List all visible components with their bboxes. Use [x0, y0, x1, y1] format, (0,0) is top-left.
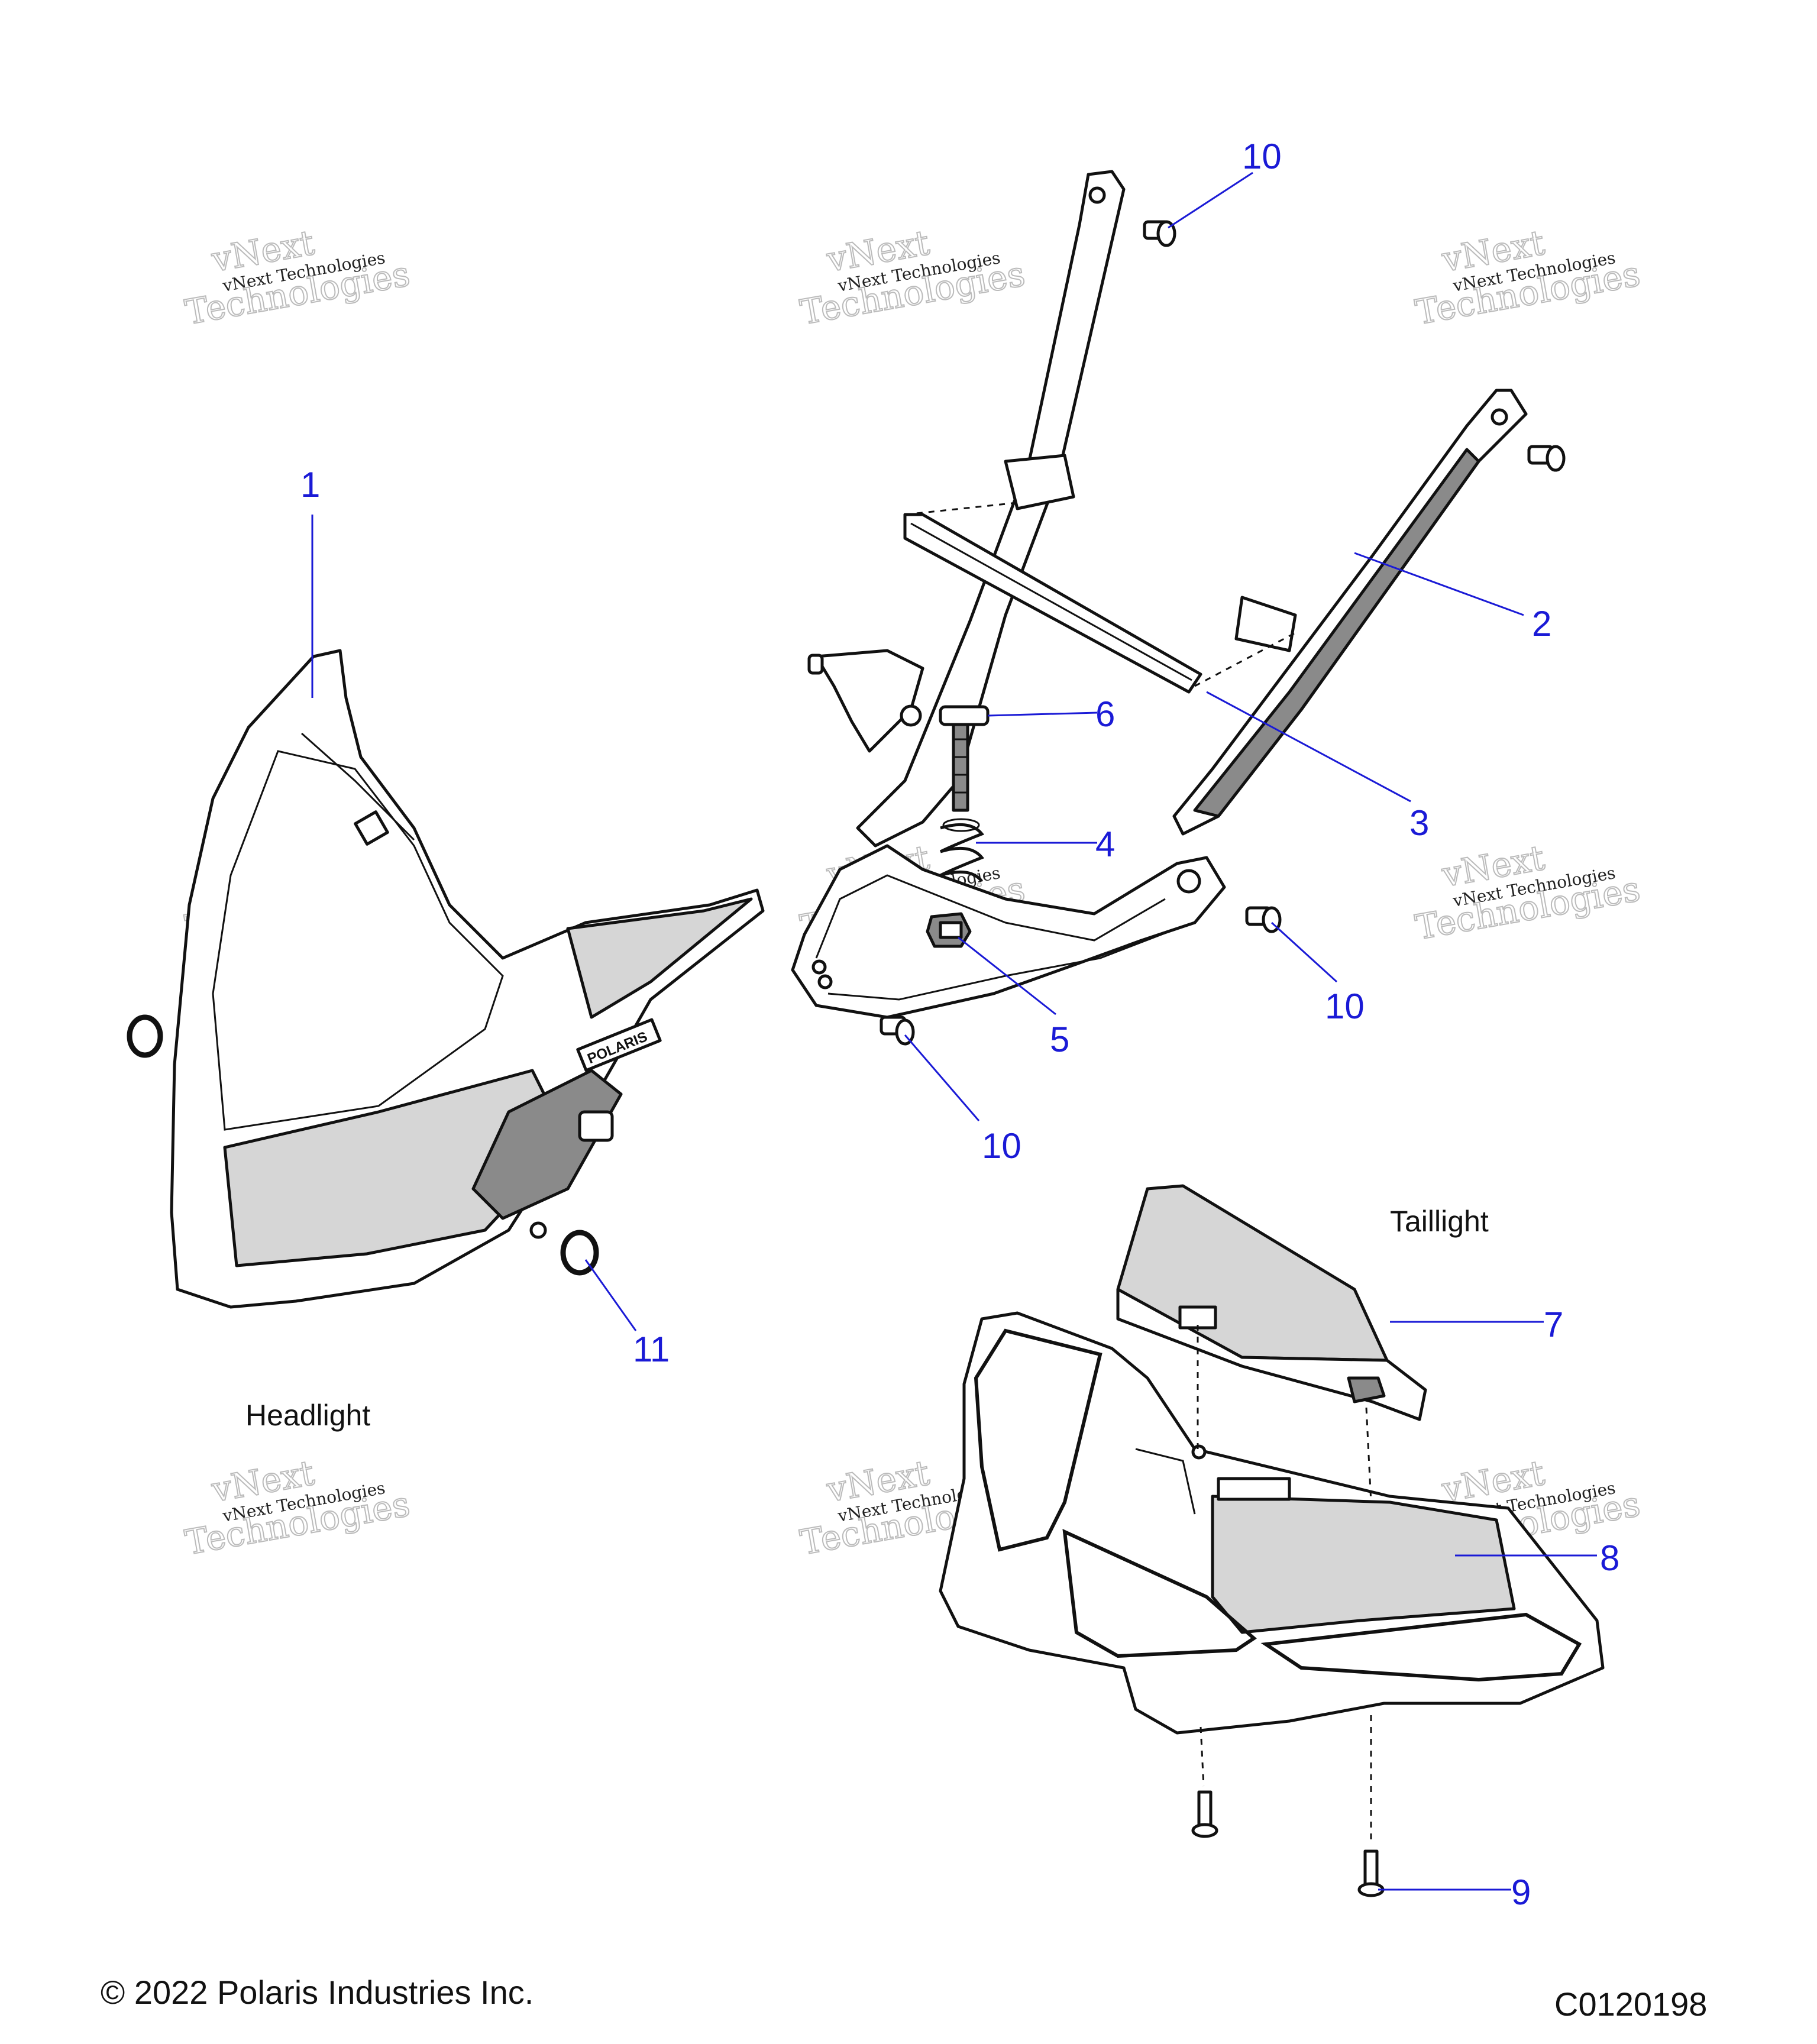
strap-buckle — [354, 810, 389, 846]
flange-bolt — [880, 1015, 915, 1046]
callouts: 1 2 3 4 5 6 7 8 9 10 10 10 11 — [300, 137, 1619, 1912]
callout-2: 2 — [1532, 604, 1551, 643]
section-label-taillight: Taillight — [1390, 1205, 1489, 1238]
watermark: vNext vNext Technologies Technologies — [182, 222, 413, 333]
callout-5: 5 — [1050, 1020, 1069, 1059]
headlight-assembly: POLARIS — [170, 649, 765, 1309]
diagram-code: C0120198 — [1554, 1985, 1707, 2023]
watermark: vNext vNext Technologies Technologies — [797, 222, 1029, 333]
callout-10: 10 — [1325, 987, 1365, 1026]
callout-3: 3 — [1409, 803, 1429, 843]
callout-10: 10 — [982, 1126, 1021, 1166]
watermark: vNext vNext Technologies Technologies — [182, 1452, 413, 1563]
flange-bolt — [1143, 220, 1176, 247]
watermark: vNext vNext Technologies Technologies — [1412, 837, 1644, 948]
bracket-crossbar — [903, 454, 1297, 694]
callout-9: 9 — [1511, 1872, 1531, 1912]
callout-11: 11 — [633, 1330, 670, 1369]
section-label-headlight: Headlight — [245, 1399, 370, 1432]
bracket-lower-frame — [791, 844, 1226, 1019]
callout-6: 6 — [1095, 694, 1115, 734]
leader-lines — [311, 172, 1597, 1891]
callout-8: 8 — [1600, 1538, 1619, 1578]
flange-bolt — [1245, 906, 1282, 933]
callout-1: 1 — [300, 465, 320, 504]
callout-10: 10 — [1242, 137, 1282, 176]
copyright-notice: © 2022 Polaris Industries Inc. — [101, 1974, 534, 2011]
flange-bolt — [1527, 445, 1566, 472]
t-bolt — [939, 705, 990, 812]
rear-fascia — [939, 1311, 1605, 1735]
screw — [1191, 1790, 1218, 1838]
spring — [939, 818, 985, 882]
watermark: vNext vNext Technologies Technologies — [1412, 222, 1644, 333]
callout-7: 7 — [1544, 1305, 1563, 1344]
taillight-lens — [1116, 1184, 1427, 1421]
callout-4: 4 — [1095, 824, 1115, 864]
grommet — [127, 1014, 163, 1058]
